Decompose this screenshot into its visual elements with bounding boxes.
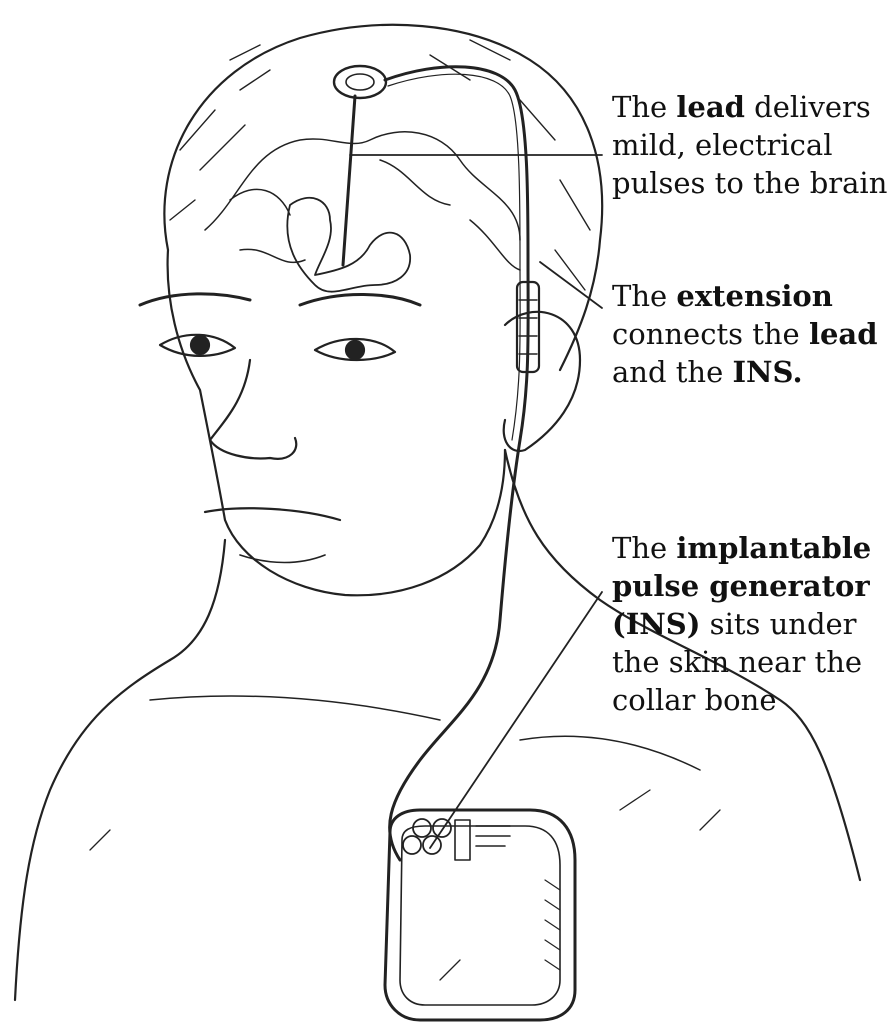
callout-extension-line-3: and the INS. <box>612 353 877 391</box>
callout-lead-line-3: pulses to the brain. <box>612 164 890 202</box>
callout-extension-line-1: The extension <box>612 277 877 315</box>
ins-port-3 <box>413 819 431 837</box>
burr-hole-inner <box>346 74 374 90</box>
callout-bold-term: pulse generator <box>612 569 870 603</box>
callout-bold-term: INS. <box>732 355 802 389</box>
ins-shading <box>545 880 560 970</box>
brain-ventricle <box>287 198 410 292</box>
callout-extension-line-2: connects the lead <box>612 315 877 353</box>
callout-ins-line-1: The implantable <box>612 529 871 567</box>
burr-hole-cap <box>334 66 386 98</box>
ins-device-inner <box>400 826 560 1005</box>
callout-text: delivers <box>745 90 871 124</box>
brain-folds <box>205 132 520 270</box>
left-pupil <box>191 336 209 354</box>
callout-text: The <box>612 531 676 565</box>
chin <box>240 555 325 563</box>
callout-lead-line-2: mild, electrical <box>612 126 890 164</box>
extension-cable-inner <box>388 74 520 440</box>
callout-bold-term: lead <box>676 90 745 124</box>
ear <box>504 312 580 451</box>
callout-ins-line-4: the skin near the <box>612 643 871 681</box>
callout-text: connects the <box>612 317 809 351</box>
left-eyebrow <box>140 294 250 305</box>
chest-strokes <box>90 790 720 980</box>
callout-ins-line-5: collar bone <box>612 681 871 719</box>
callout-text: sits under <box>700 607 856 641</box>
ins-port-1 <box>403 836 421 854</box>
nose <box>210 360 296 459</box>
callout-bold-term: lead <box>809 317 878 351</box>
callout-lead-line-1: The lead delivers <box>612 88 890 126</box>
callout-text: The <box>612 279 676 313</box>
callout-bold-term: (INS) <box>612 607 700 641</box>
callout-ins-line-2: pulse generator <box>612 567 871 605</box>
extension-cable <box>385 67 528 860</box>
callout-ins: The implantable pulse generator (INS) si… <box>612 529 871 719</box>
callout-extension: The extension connects the lead and the … <box>612 277 877 391</box>
neck-left <box>170 540 225 660</box>
right-pupil <box>346 341 364 359</box>
shoulder-left <box>15 660 170 1000</box>
lead-wire <box>343 96 355 265</box>
callout-lead: The lead delivers mild, electrical pulse… <box>612 88 890 202</box>
callout-bold-term: implantable <box>676 531 871 565</box>
callout-bold-term: extension <box>676 279 832 313</box>
callout-text: and the <box>612 355 732 389</box>
callout-text: The <box>612 90 676 124</box>
ins-device <box>385 810 575 1020</box>
callout-ins-line-3: (INS) sits under <box>612 605 871 643</box>
right-eyebrow <box>300 294 420 305</box>
